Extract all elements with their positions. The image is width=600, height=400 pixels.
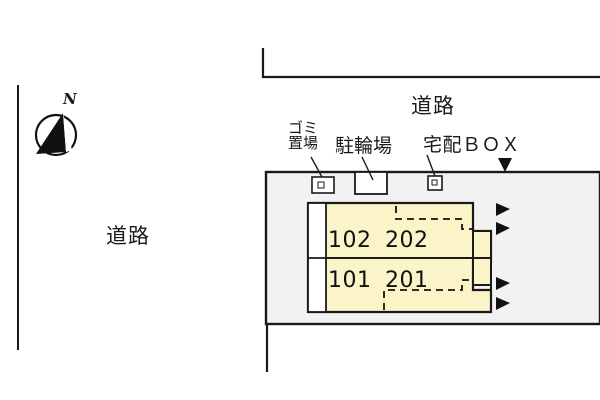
chuurinjo-box [354, 171, 388, 195]
compass-needle-light-icon [63, 113, 72, 152]
gomi-okiba-box-inner [317, 181, 325, 189]
lower-unit-approach-path [383, 279, 473, 310]
chuurinjo-label: 駐輪場 [335, 135, 393, 157]
takuhai-box-leader-line [426, 154, 436, 177]
top-road-boundary-line [261, 48, 600, 79]
takuhai-box-marker [427, 175, 443, 191]
road-label-left: 道路 [106, 224, 150, 248]
entrance-marker-icon-202 [496, 203, 510, 216]
unit-number-102: 102 [328, 228, 372, 253]
entrance-marker-icon-102 [496, 222, 510, 235]
gomi-okiba-leader-line [310, 156, 323, 178]
chuurinjo-leader-line [361, 156, 374, 181]
gomi-okiba-label: ゴミ 置場 [288, 121, 318, 151]
unit-number-202: 202 [385, 228, 429, 253]
takuhai-box-marker-inner [431, 179, 438, 186]
road-direction-marker-icon [498, 158, 512, 172]
gomi-okiba-box [311, 176, 335, 194]
building-upper-step-block [472, 230, 492, 259]
upper-unit-approach-path [395, 206, 473, 230]
entrance-marker-icon-101 [496, 297, 510, 310]
gomi-okiba-label-line2: 置場 [288, 134, 319, 152]
entrance-marker-icon-201 [496, 277, 510, 290]
road-label-top: 道路 [411, 94, 455, 118]
building-lower-step-block [472, 257, 492, 286]
compass-north-label: N [63, 90, 77, 108]
unit-number-201: 201 [385, 268, 429, 293]
unit-number-101: 101 [328, 268, 372, 293]
compass-needle-dark-icon [36, 113, 66, 154]
takuhai-box-label: 宅配ＢＯＸ [423, 134, 521, 156]
gomi-okiba-label-line1: ゴミ [288, 119, 319, 137]
